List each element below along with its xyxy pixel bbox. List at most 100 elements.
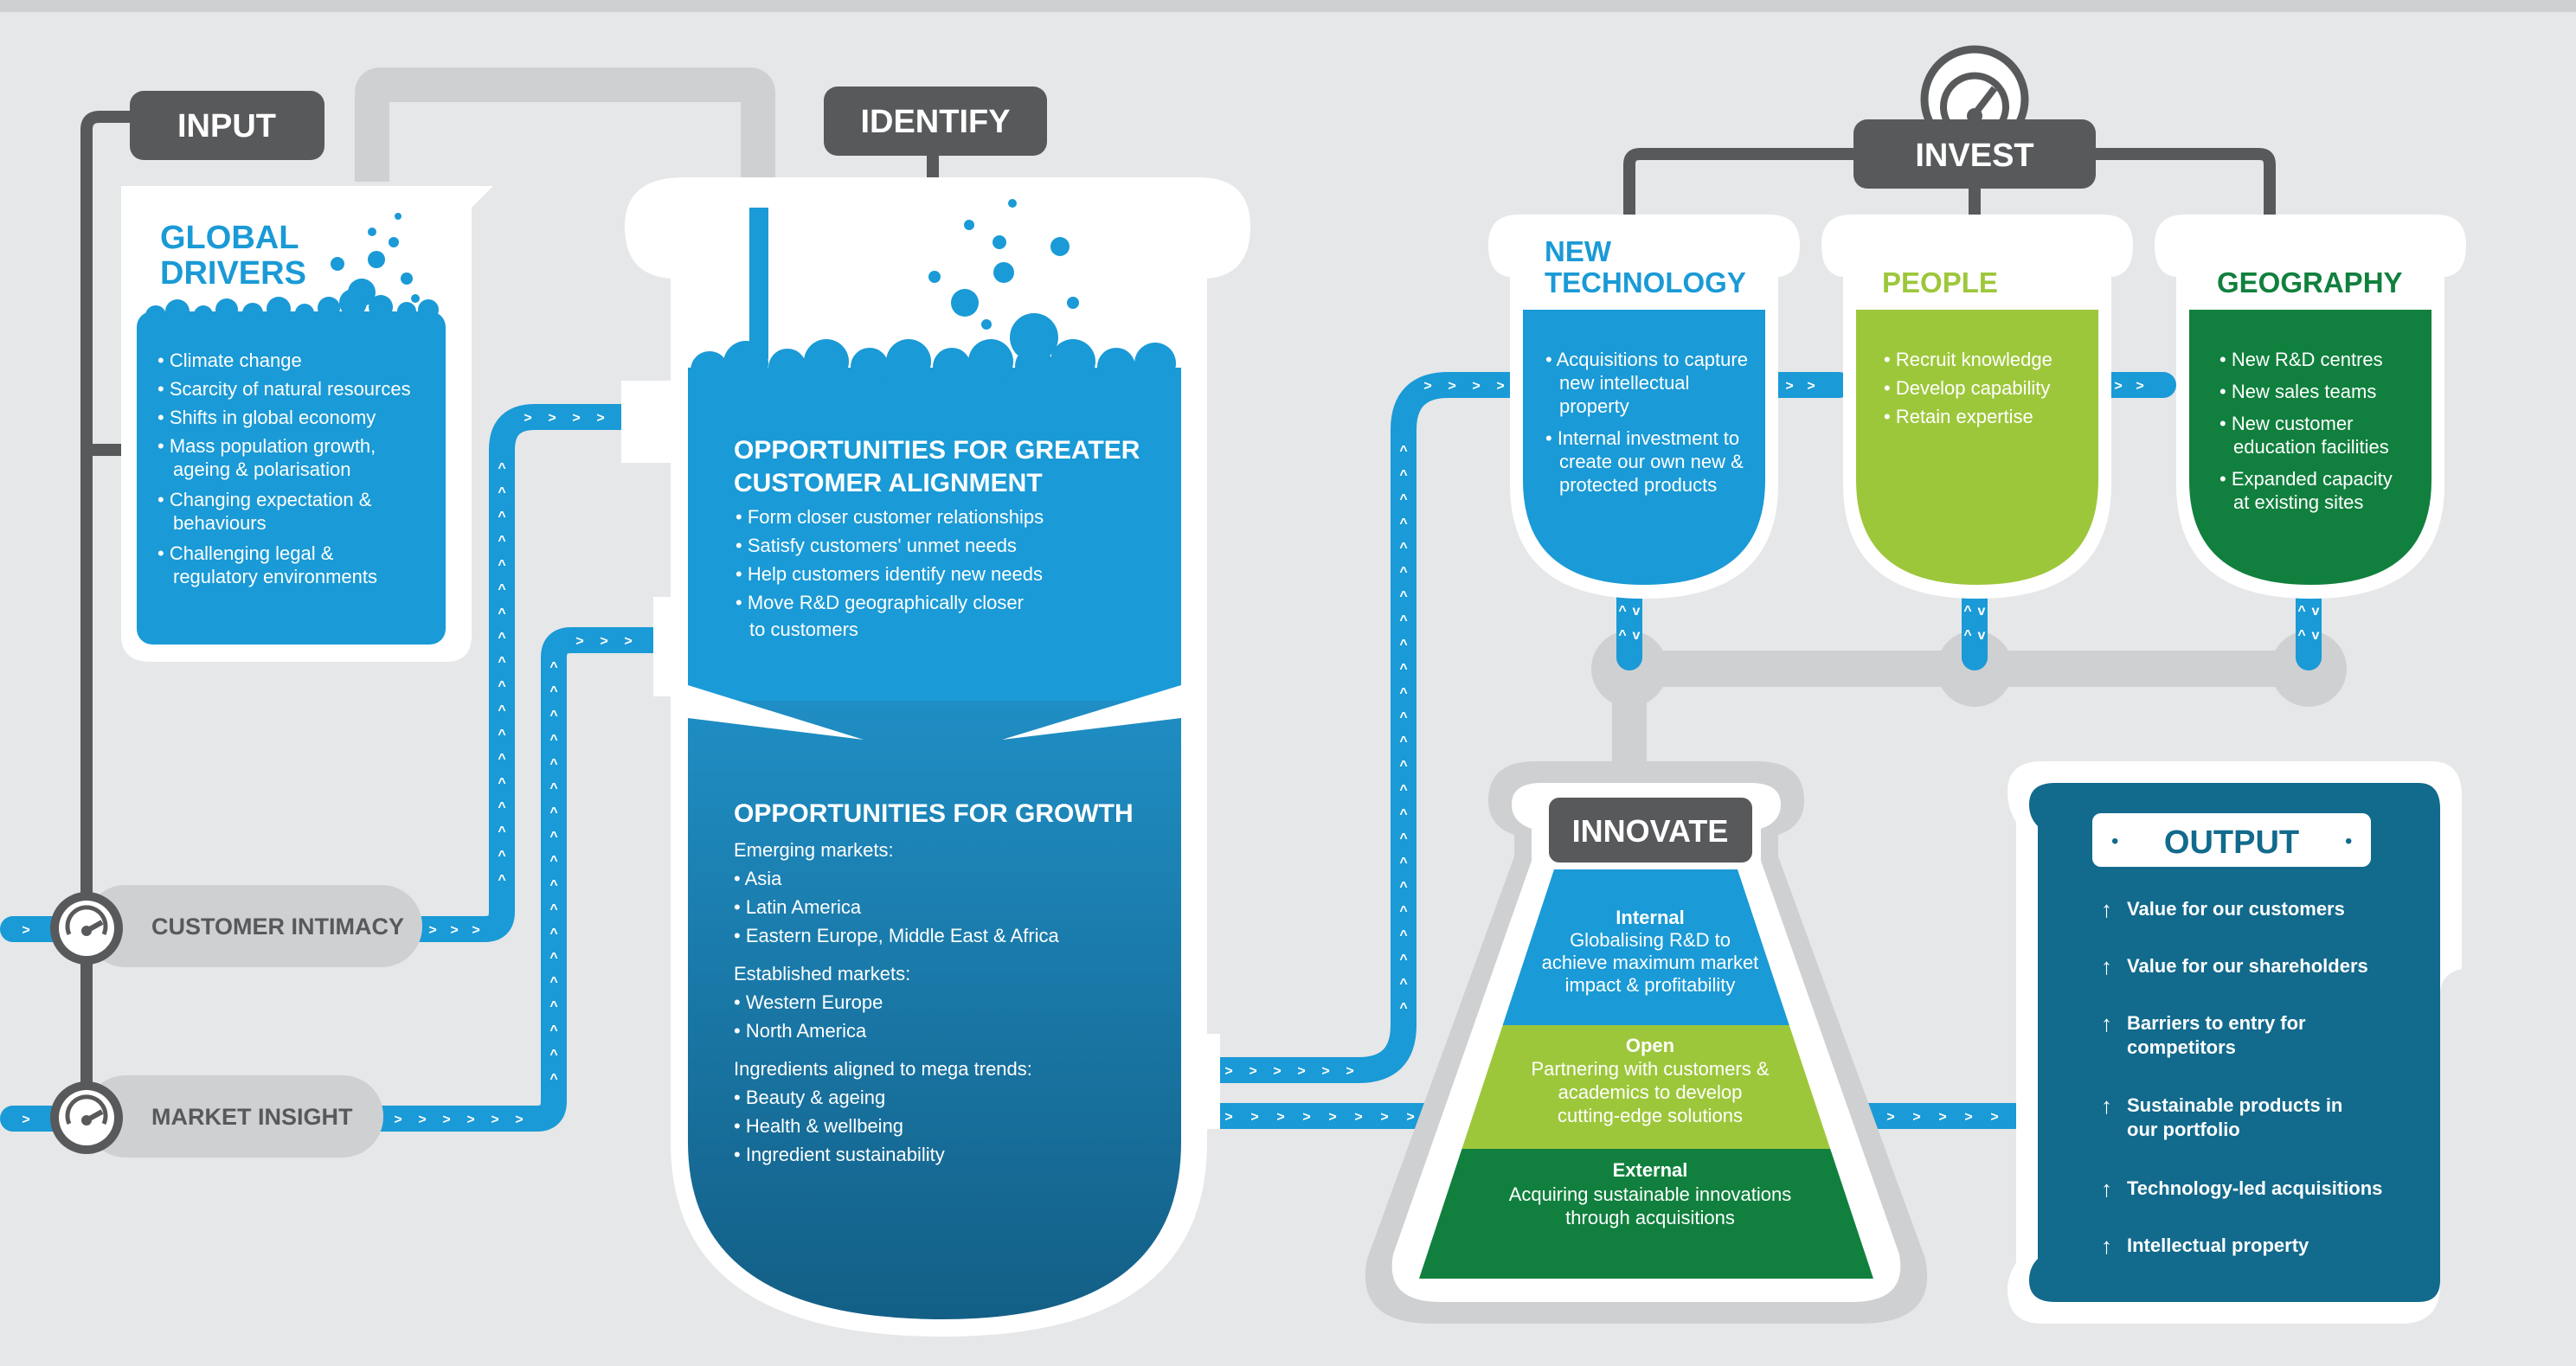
growth-line: • Eastern Europe, Middle East & Africa [734,925,1060,946]
customer-intimacy-label: CUSTOMER INTIMACY [151,914,404,940]
internal-line: achieve maximum market [1542,952,1759,973]
chevron-icon: ^ [1399,904,1407,919]
growth-line: • Ingredient sustainability [734,1144,945,1165]
chevron-icon: ^ [498,606,505,621]
chevron-icon: ^ [1399,1001,1407,1016]
driver-item: • Shifts in global economy [157,407,376,428]
invest-tag: INVEST [1853,45,2096,189]
chevron-icon: ^ [549,733,557,747]
output-panel: • • OUTPUT ↑ Value for our customers ↑ V… [2007,761,2462,1324]
driver-item: • Scarcity of natural resources [157,378,411,400]
chevron-icon: > [450,923,458,938]
chevron-icon: > [1354,1110,1362,1125]
chevron-icon: ^ [1399,638,1407,652]
customer-intimacy-pill: CUSTOMER INTIMACY [85,885,422,967]
chevron-icon: ^ [549,1072,557,1087]
driver-item: ageing & polarisation [173,459,350,480]
chevron-icon: ^ [1618,628,1626,643]
bubbles-icon [928,199,1079,362]
chevron-icon: ^ [549,1023,557,1038]
alignment-item: • Help customers identify new needs [736,563,1043,585]
chevron-icon: ^ [549,830,557,844]
output-dot: • [2345,830,2352,853]
output-item: Technology-led acquisitions [2127,1177,2382,1199]
chevron-icon: ^ [1963,628,1971,643]
alignment-title-1: OPPORTUNITIES FOR GREATER [734,436,1140,465]
chevron-icon: > [1990,1110,1998,1125]
chevron-icon: ^ [1618,604,1626,619]
input-tag: INPUT [130,91,324,160]
chevron-icon: > [1273,1064,1281,1079]
new-technology-title-2: TECHNOLOGY [1545,266,1746,298]
output-arrow-icon: ↑ [2101,953,2112,979]
output-item: our portfolio [2127,1119,2240,1140]
chevron-icon: > [1224,1064,1232,1079]
chevron-icon: ^ [1399,952,1407,967]
chevron-icon: > [1448,379,1455,394]
chevron-icon: > [1380,1110,1388,1125]
open-line: Partnering with customers & [1531,1058,1769,1080]
chevron-icon: > [22,923,29,938]
driver-item: regulatory environments [173,566,377,587]
new-technology-item: • Internal investment to [1545,427,1739,449]
input-label: INPUT [177,108,276,144]
chevron-icon: > [428,923,436,938]
chevron-icon: > [442,1113,450,1127]
output-item: Value for our shareholders [2127,955,2368,977]
chevron-icon: > [1938,1110,1946,1125]
chevron-icon: ^ [549,684,557,699]
output-arrow-icon: ↑ [2101,1176,2112,1202]
internal-title: Internal [1616,907,1684,928]
people-item: • Develop capability [1884,377,2050,399]
alignment-item: • Form closer customer relationships [736,506,1044,528]
chevron-icon: ^ [498,849,505,863]
output-item: Barriers to entry for [2127,1012,2306,1034]
chevron-icon: > [1250,1110,1258,1125]
chevron-icon: > [596,411,604,426]
chevron-icon: ^ [498,800,505,815]
chevron-icon: ^ [1399,444,1407,459]
chevron-icon: > [472,923,479,938]
chevron-icon: ^ [1399,662,1407,677]
identify-tag: IDENTIFY [824,87,1047,156]
people-item: • Recruit knowledge [1884,349,2052,370]
chevron-icon: ^ [1399,516,1407,531]
geography-tube: GEOGRAPHY • New R&D centres • New sales … [2155,215,2466,599]
chevron-icon: ^ [498,824,505,839]
chevron-icon: ^ [1399,686,1407,701]
chevron-icon: > [1321,1064,1329,1079]
chevron-icon: ^ [1399,856,1407,870]
growth-line: • Beauty & ageing [734,1087,885,1108]
geography-item: education facilities [2233,436,2389,458]
chevron-icon: > [548,411,556,426]
chevron-icon: ^ [498,728,505,742]
chevron-icon: ^ [1399,734,1407,749]
gauge-icon [50,892,123,965]
chevron-icon: ^ [498,558,505,573]
chevron-icon: > [1964,1110,1972,1125]
global-drivers-title-1: GLOBAL [160,220,299,256]
chevron-icon: ^ [1399,783,1407,798]
external-title: External [1613,1159,1688,1181]
invest-label: INVEST [1915,138,2033,174]
driver-item: behaviours [173,512,267,534]
global-drivers-beaker: GLOBAL DRIVERS • Climate change • Scarci… [121,186,493,662]
open-line: academics to develop [1558,1081,1743,1103]
chevron-icon: > [1472,379,1480,394]
growth-line: • Asia [734,868,782,889]
chevron-icon: ^ [1399,977,1407,991]
chevron-icon: v [2312,628,2320,643]
geography-item: • New customer [2219,413,2353,434]
input-feed-pipe [355,67,775,208]
internal-line: impact & profitability [1565,974,1736,996]
chevron-icon: > [2136,379,2143,394]
chevron-icon: ^ [1399,613,1407,628]
chevron-icon: ^ [2297,604,2305,619]
chevron-icon: ^ [549,1048,557,1062]
people-tube: PEOPLE • Recruit knowledge • Develop cap… [1821,215,2133,599]
growth-line: Ingredients aligned to mega trends: [734,1058,1032,1080]
chevron-icon: ^ [1399,831,1407,846]
chevron-icon: > [1276,1110,1284,1125]
chevron-icon: ^ [549,927,557,941]
growth-line: • Health & wellbeing [734,1115,903,1137]
